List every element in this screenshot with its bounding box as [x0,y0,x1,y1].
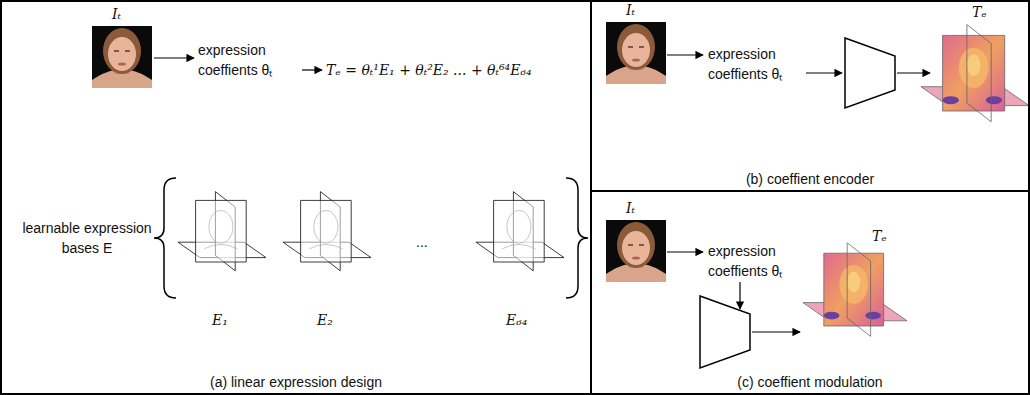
brace [566,178,588,298]
triplane-basis [476,192,564,271]
encoder-trapezoid [845,38,895,108]
image-symbol: Iₜ [626,198,635,218]
arrow [302,69,322,70]
basis-label: E₆₄ [506,310,527,330]
basis-label: E₁ [212,310,228,330]
image-symbol: Iₜ [112,4,121,24]
coefficient-text: expression coeffients θₜ [708,44,808,84]
panel: (b) coeffient encoder [590,0,1030,192]
coefficient-text: expression coeffients θₜ [708,241,808,281]
bases-label: learnable expression bases E [22,218,152,258]
arrow [667,54,703,55]
panel-caption: (b) coeffient encoder [746,171,874,190]
arrow [154,57,194,58]
formula: Tₑ = θₜ¹E₁ + θₜ²E₂ ... + θₜ⁶⁴E₆₄ [326,60,532,80]
feature-symbol: Tₑ [972,2,987,22]
image-symbol: Iₜ [626,0,635,20]
ellipsis: ... [416,232,428,252]
panel: (a) linear expression design [0,0,592,395]
feature-symbol: Tₑ [872,226,887,246]
face-photo [606,22,666,84]
panel: (c) coeffient modulation [590,190,1030,395]
arrow [752,331,800,332]
brace [154,178,176,298]
triplane-feature [921,25,1029,122]
face-photo [92,26,152,88]
face-photo [606,220,666,282]
basis-label: E₂ [317,310,333,330]
coefficient-text: expression coeffients θₜ [198,40,298,80]
arrow [667,251,703,252]
triplane-feature [803,243,907,337]
arrow [897,72,930,73]
panel-caption: (c) coeffient modulation [737,374,882,393]
arrow [739,282,740,309]
panel-caption: (a) linear expression design [210,374,382,393]
triplane-basis [283,192,371,271]
modulation-trapezoid [700,296,750,368]
triplane-basis [178,192,266,271]
arrow [806,72,842,73]
